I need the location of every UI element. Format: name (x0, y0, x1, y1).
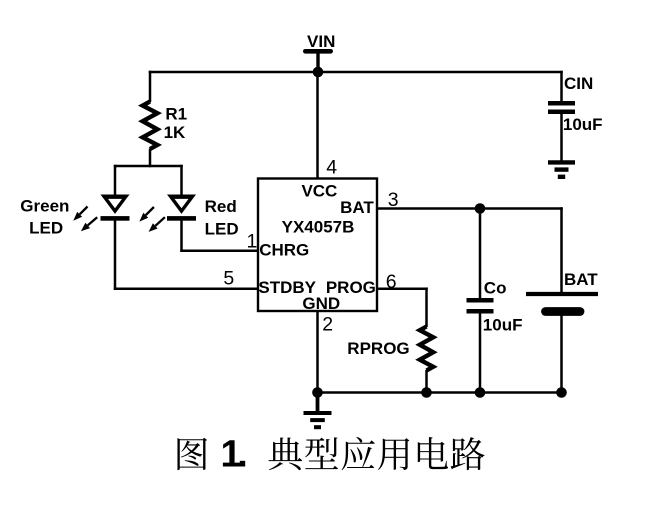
svg-text:10uF: 10uF (483, 316, 523, 335)
svg-text:GND: GND (302, 294, 340, 313)
svg-text:10uF: 10uF (563, 115, 603, 134)
svg-text:1: 1 (246, 231, 257, 253)
svg-text:BAT: BAT (340, 198, 374, 217)
svg-text:Green: Green (20, 197, 69, 216)
svg-text:LED: LED (205, 219, 239, 238)
svg-text:VCC: VCC (301, 182, 337, 201)
svg-text:Co: Co (484, 278, 507, 297)
svg-text:STDBY: STDBY (258, 278, 316, 297)
svg-text:Red: Red (205, 197, 237, 216)
svg-text:RPROG: RPROG (347, 339, 409, 358)
svg-text:3: 3 (388, 189, 399, 211)
svg-text:VIN: VIN (307, 32, 335, 51)
svg-text:R1: R1 (165, 105, 187, 124)
svg-text:6: 6 (386, 271, 397, 293)
svg-text:BAT: BAT (564, 270, 598, 289)
svg-text:4: 4 (326, 156, 337, 178)
svg-text:CIN: CIN (564, 74, 593, 93)
svg-text:1K: 1K (164, 123, 186, 142)
svg-text:1: 1 (221, 434, 242, 476)
svg-text:2: 2 (322, 314, 333, 336)
svg-text:CHRG: CHRG (259, 241, 309, 260)
svg-text:LED: LED (29, 218, 63, 237)
svg-text:PROG: PROG (326, 278, 376, 297)
svg-text:YX4057B: YX4057B (282, 218, 355, 237)
svg-text:.: . (237, 434, 248, 476)
svg-text:5: 5 (223, 268, 234, 290)
